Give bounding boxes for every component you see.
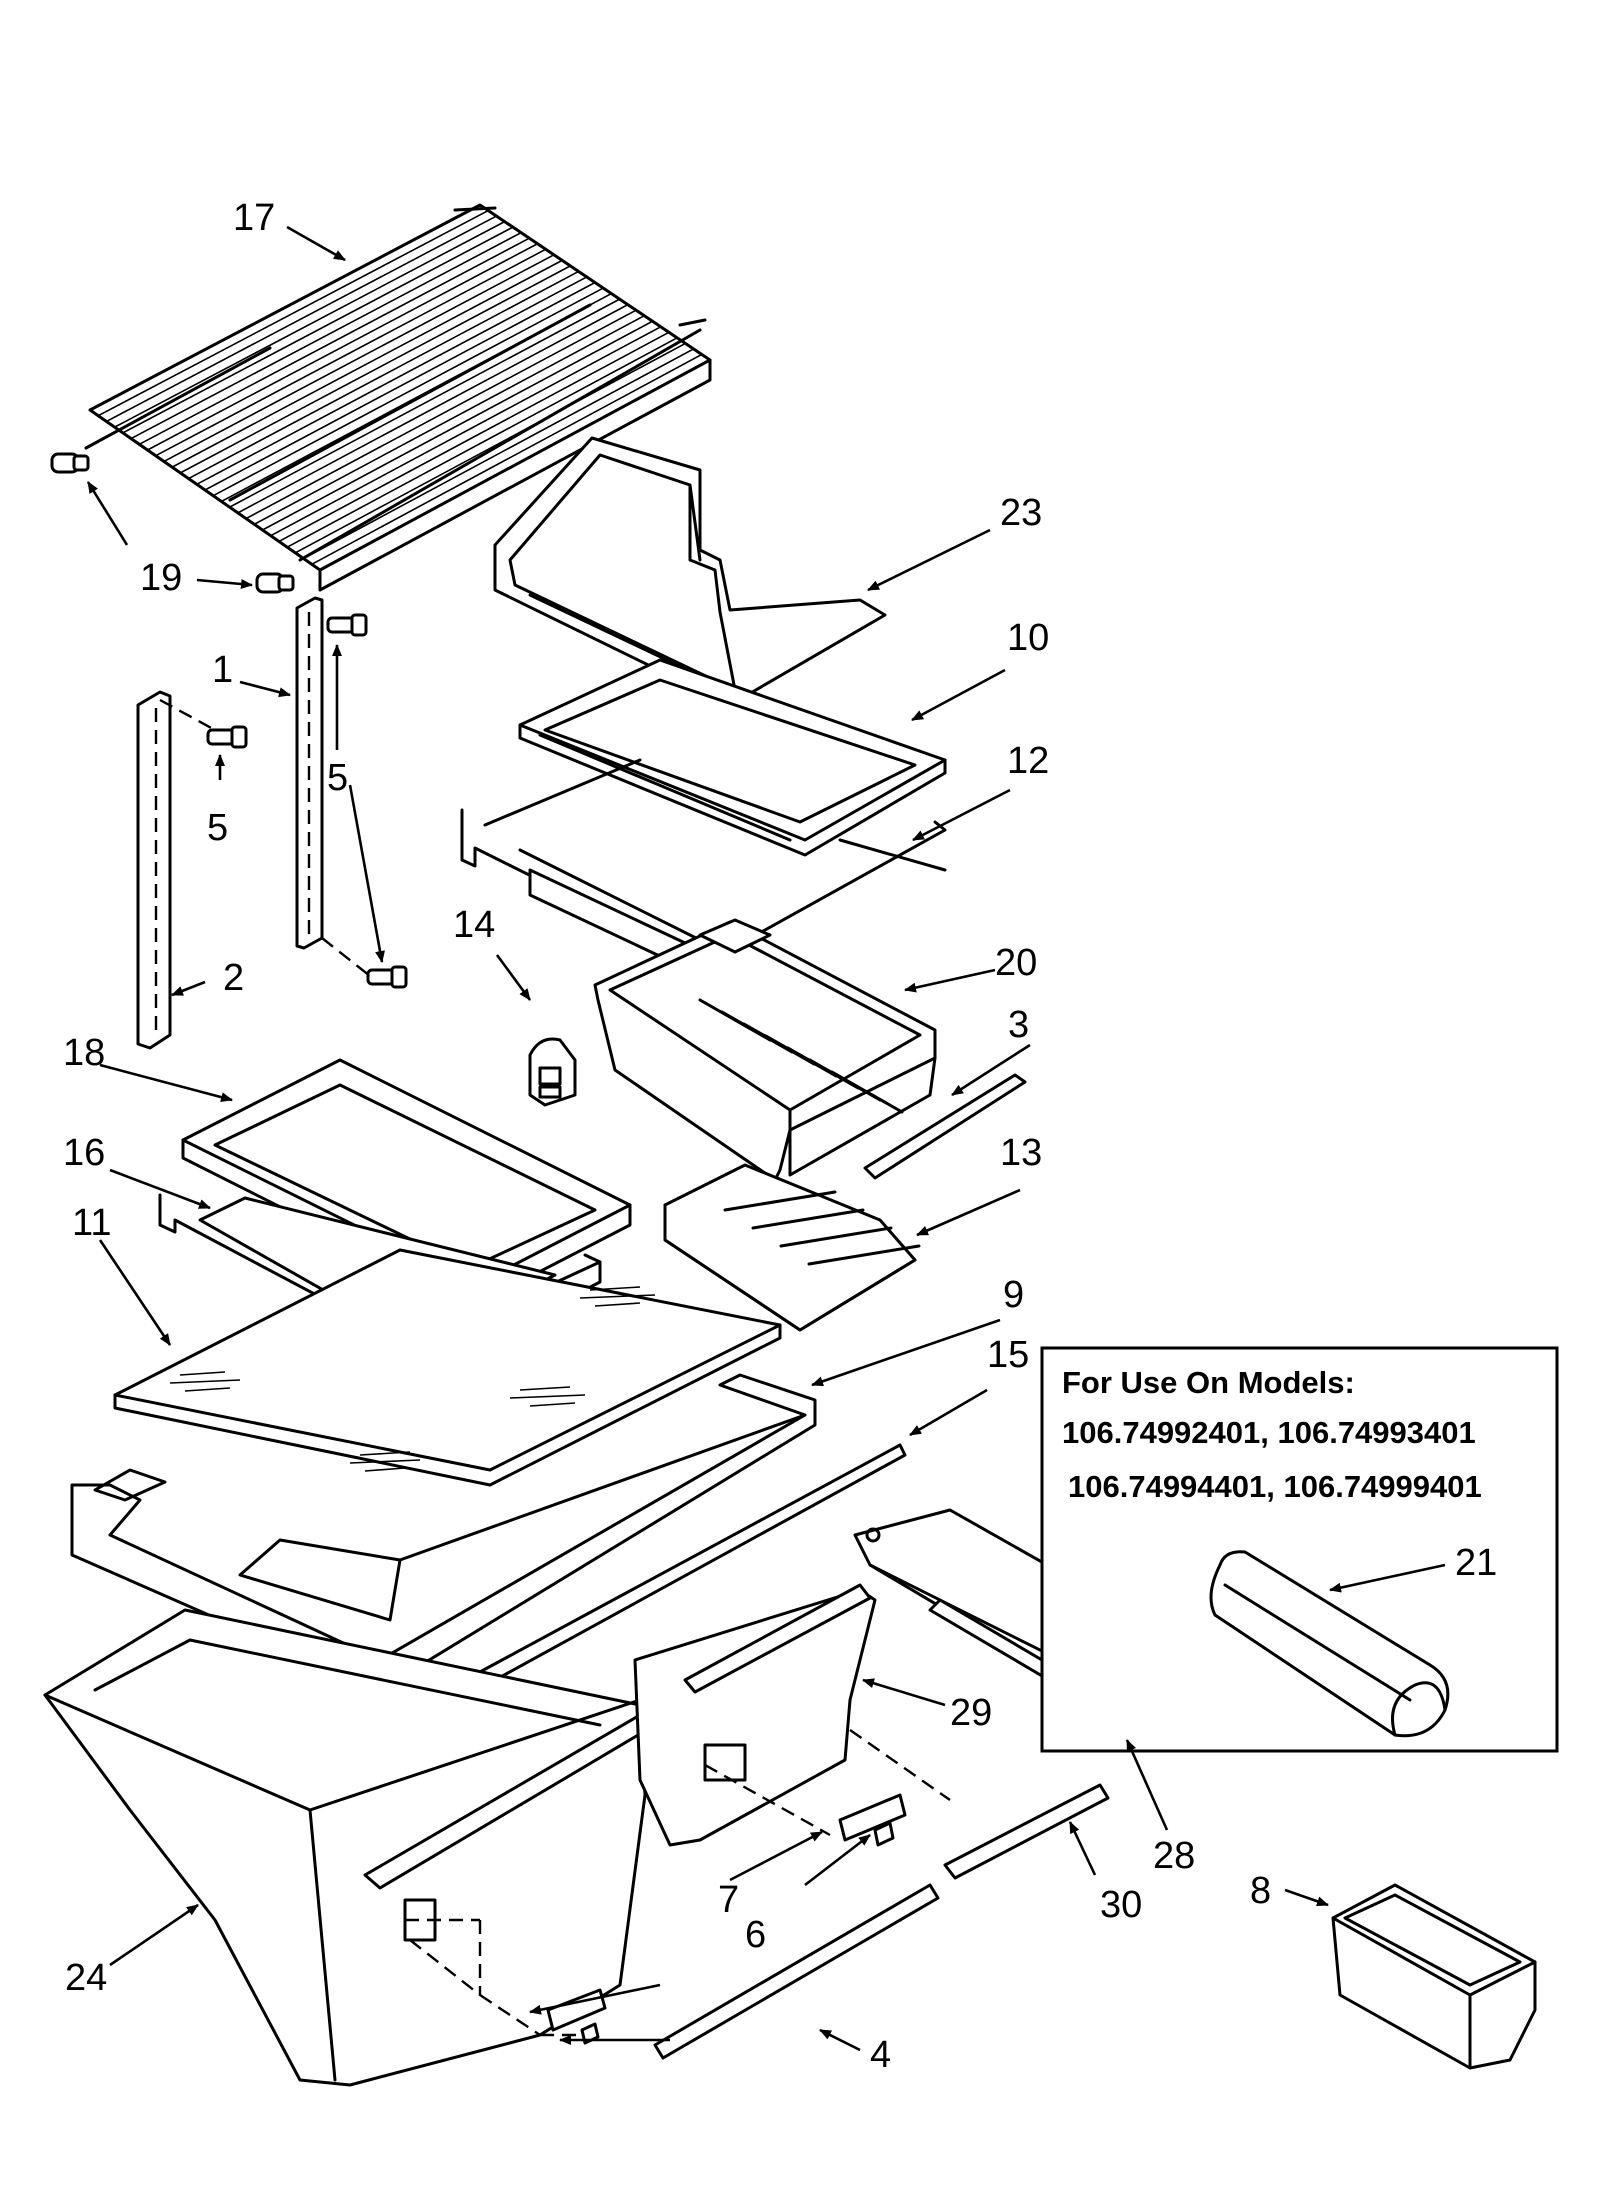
- callout-6: 6: [745, 1914, 766, 1956]
- callout-7: 7: [718, 1879, 739, 1921]
- drawing-line: [114, 220, 506, 428]
- part-8-door-bin: [1331, 1883, 1537, 2070]
- model-box-line-1: 106.74992401, 106.74993401: [1062, 1415, 1476, 1450]
- part-20-meat-drawer: [593, 918, 937, 1182]
- callout-18: 18: [63, 1032, 105, 1074]
- drawing-line: [237, 303, 629, 514]
- callout-21: 21: [1455, 1542, 1497, 1584]
- part-21-crisper-handle: [1209, 1550, 1450, 1738]
- drawing-line: [270, 326, 662, 537]
- drawing-line: [303, 348, 694, 560]
- part-23-deli-pan: [493, 436, 887, 707]
- drawing-line: [179, 265, 571, 474]
- drawing-line: [97, 209, 489, 417]
- drawing-line: [830, 1070, 904, 1114]
- drawing-line: [229, 298, 621, 508]
- callout-9: 9: [1003, 1274, 1024, 1316]
- drawing-line: [163, 254, 555, 463]
- callout-8: 8: [1250, 1870, 1271, 1912]
- callout-13: 13: [1000, 1132, 1042, 1174]
- drawing-line: [106, 215, 497, 423]
- part-14-clip: [528, 1037, 577, 1107]
- callout-3: 3: [1008, 1004, 1029, 1046]
- drawing-line: [253, 315, 645, 525]
- part-5-screws: [206, 613, 408, 989]
- part-10-glass-cover: [518, 658, 947, 857]
- drawing-line: [212, 287, 604, 497]
- callout-16: 16: [63, 1132, 105, 1174]
- callout-1: 1: [212, 649, 233, 691]
- model-box-border: [1040, 1346, 1559, 1753]
- part-19-shelf-pegs: [50, 452, 295, 594]
- drawing-line: [278, 331, 670, 543]
- callout-12: 12: [1007, 740, 1049, 782]
- callout-5-upper: 5: [327, 757, 348, 799]
- part-17-wire-shelf: [84, 203, 712, 592]
- callout-28: 28: [1153, 1835, 1195, 1877]
- callout-24: 24: [65, 1957, 107, 1999]
- drawing-line: [196, 276, 588, 485]
- callout-17: 17: [233, 197, 275, 239]
- leader-lines: [86, 225, 1446, 2052]
- callout-15: 15: [987, 1334, 1029, 1376]
- part-29-crisper-drawer-small: [633, 1583, 951, 1847]
- drawing-line: [138, 237, 530, 445]
- model-box-heading: For Use On Models:: [1062, 1365, 1355, 1400]
- drawing-line: [262, 320, 653, 531]
- drawing-line: [751, 1208, 865, 1230]
- drawing-line: [188, 270, 579, 480]
- part-13-crisper-tray: [663, 1163, 921, 1332]
- drawing-line: [311, 353, 703, 565]
- drawing-line: [130, 231, 522, 440]
- callout-20: 20: [995, 942, 1037, 984]
- part-6-glide: [580, 1821, 895, 2045]
- part-30-rail: [943, 1783, 1110, 1880]
- part-11-glass-shelf: [113, 1248, 782, 1487]
- drawing-line: [245, 309, 637, 520]
- callout-30: 30: [1100, 1884, 1142, 1926]
- callout-5-lower: 5: [207, 807, 228, 849]
- callout-11: 11: [72, 1202, 111, 1244]
- drawing-line: [294, 342, 686, 554]
- callout-14: 14: [453, 904, 495, 946]
- drawing-line: [286, 337, 678, 548]
- drawing-line: [204, 281, 596, 491]
- drawing-line: [723, 1190, 837, 1212]
- callout-23: 23: [1000, 492, 1042, 534]
- model-box-line-2: 106.74994401, 106.74999401: [1068, 1469, 1482, 1504]
- drawing-line: [147, 243, 538, 451]
- callout-labels: 17 19 1 5 5 2 23 10 12 14 20 3 18 16 13 …: [63, 197, 1497, 2076]
- drawing-line: [807, 1244, 921, 1266]
- callout-19: 19: [140, 557, 182, 599]
- drawing-line: [171, 259, 563, 468]
- part-2-shelf-rail-left: [136, 690, 216, 1050]
- part-3-trim-strip: [863, 1073, 1027, 1180]
- model-info-box: For Use On Models: 106.74992401, 106.749…: [1040, 1346, 1559, 1753]
- drawing-line: [122, 226, 514, 434]
- part-24-crisper-drawer: [43, 1608, 652, 2087]
- part-1-shelf-rail-right: [295, 596, 324, 950]
- callout-4: 4: [870, 2034, 891, 2076]
- callout-29: 29: [950, 1692, 992, 1734]
- part-4-rail: [653, 1883, 940, 2060]
- drawing-line: [779, 1226, 893, 1248]
- callout-10: 10: [1007, 617, 1049, 659]
- drawing-line: [155, 248, 547, 457]
- callout-2: 2: [223, 957, 244, 999]
